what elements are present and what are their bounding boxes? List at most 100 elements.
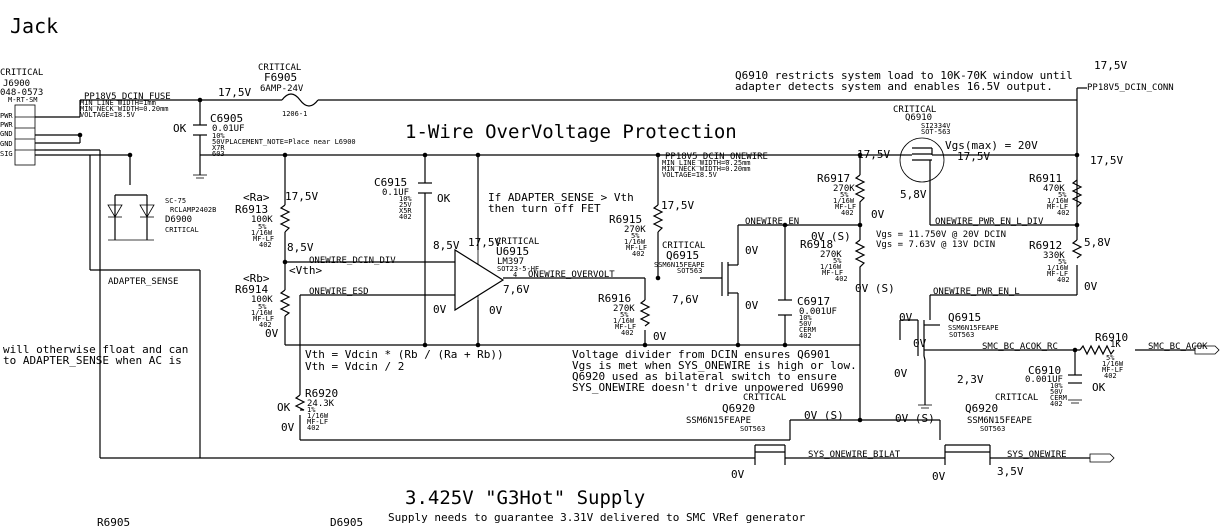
c6915-capacitor bbox=[418, 182, 432, 194]
q6920b-pkg: SOT563 bbox=[980, 425, 1005, 433]
net-onewire-dcin-div: ONEWIRE_DCIN_DIV bbox=[309, 256, 396, 266]
c6915-val: 0.1UF bbox=[382, 188, 409, 198]
r6918-l1: 5% bbox=[833, 257, 842, 265]
vth-note-2: Vth = Vdcin / 2 bbox=[305, 360, 404, 373]
annot-0v-q6915b-gate: 0V bbox=[899, 311, 913, 324]
r6912-l2: 1/16W bbox=[1047, 264, 1069, 272]
q6920a-crit: CRITICAL bbox=[743, 393, 786, 403]
annot-0v-q6920a: 0V bbox=[731, 468, 745, 481]
c6910-l3: CERM bbox=[1050, 394, 1067, 402]
r6913-l4: 402 bbox=[259, 241, 272, 249]
net-dcin-fuse-prop-2: MIN_NECK_WIDTH=0.20mm bbox=[80, 105, 169, 113]
c6905-l1: 10% bbox=[212, 132, 225, 140]
c6905-capacitor bbox=[193, 124, 207, 179]
d6900-pkg: SC-75 bbox=[165, 197, 186, 205]
c6917-l4: 402 bbox=[799, 332, 812, 340]
q6910-part: SI2334V bbox=[921, 122, 951, 130]
divider-note-2: Vgs is met when SYS_ONEWIRE is high or l… bbox=[572, 359, 857, 372]
r6920-l4: 402 bbox=[307, 424, 320, 432]
u6915-pkg: SOT23-5-HF bbox=[497, 265, 539, 273]
annot-0vs-q6920b: 0V (S) bbox=[895, 412, 935, 425]
annot-0vs-en: 0V (S) bbox=[811, 230, 851, 243]
ground-symbols bbox=[918, 399, 1082, 409]
j6900-pin-3: GND bbox=[0, 130, 13, 138]
c6910-l4: 402 bbox=[1050, 400, 1063, 408]
u6915-part: LM397 bbox=[497, 257, 524, 267]
u6915-comparator bbox=[454, 248, 505, 312]
r6917-val: 270K bbox=[833, 184, 855, 194]
r6912-l3: MF-LF bbox=[1047, 270, 1068, 278]
divider-note-1: Voltage divider from DCIN ensures Q6901 bbox=[572, 348, 830, 361]
divider-note-3: Q6920 used as bilateral switch to ensure bbox=[572, 370, 837, 383]
u6915-crit: CRITICAL bbox=[496, 237, 539, 247]
annot-0v-q6915b-src: 0V bbox=[913, 337, 927, 350]
annot-3v5-sys: 3,5V bbox=[997, 465, 1024, 478]
q6915-pkg: SOT563 bbox=[677, 267, 702, 275]
r6915-l4: 402 bbox=[632, 250, 645, 258]
float-note-2: to ADAPTER_SENSE when AC is bbox=[3, 354, 182, 367]
wires bbox=[35, 87, 1195, 459]
q6915b-pkg: SOT563 bbox=[949, 331, 974, 339]
net-onewire-pwr-en-l: ONEWIRE_PWR_EN_L bbox=[933, 287, 1020, 297]
annot-17v5-r6915: 17,5V bbox=[661, 199, 694, 212]
q6910-pkg: SOT-563 bbox=[921, 128, 951, 136]
r6916-val: 270K bbox=[613, 304, 635, 314]
net-adapter-sense: ADAPTER_SENSE bbox=[108, 277, 178, 287]
c6905-l4: 603 bbox=[212, 150, 225, 158]
annot-5v8-r6912: 5,8V bbox=[1084, 236, 1111, 249]
supply-title: 3.425V "G3Hot" Supply bbox=[405, 487, 645, 509]
annot-17v5-ra: 17,5V bbox=[285, 190, 318, 203]
r6920-ref: R6920 bbox=[305, 387, 338, 400]
q6915b-part: SSM6N15FEAPE bbox=[948, 324, 999, 332]
r6910-val: 1K bbox=[1110, 340, 1121, 350]
c6915-l1: 10% bbox=[399, 195, 412, 203]
r6916-l4: 402 bbox=[621, 329, 634, 337]
j6900-sub: M-RT-SM bbox=[8, 96, 38, 104]
r6905-ref: R6905 bbox=[97, 516, 130, 526]
net-onewire-overvolt: ONEWIRE_OVERVOLT bbox=[528, 270, 615, 280]
r6920-l1: 1% bbox=[307, 406, 316, 414]
c6905-note: PLACEMENT_NOTE=Place near L6900 bbox=[225, 138, 356, 146]
r6911-l4: 402 bbox=[1057, 209, 1070, 217]
u6915-pin4: 4 bbox=[513, 271, 517, 279]
r6914-l4: 402 bbox=[259, 321, 272, 329]
vgs-max-note: Vgs(max) = 20V bbox=[945, 139, 1038, 152]
annot-7v6-out: 7,6V bbox=[503, 283, 530, 296]
c6915-l3: X5R bbox=[399, 207, 412, 215]
r6914-ref: R6914 bbox=[235, 283, 268, 296]
r6917-l1: 5% bbox=[840, 191, 849, 199]
j6900-pin-4: GND bbox=[0, 140, 13, 148]
annot-0v-gnd: 0V bbox=[489, 304, 503, 317]
r6915-l3: MF-LF bbox=[626, 244, 647, 252]
annot-0v-q-drain: 0V bbox=[745, 244, 759, 257]
r6910-l3: MF-LF bbox=[1102, 366, 1123, 374]
net-sys-onewire-bilat: SYS_ONEWIRE_BILAT bbox=[808, 450, 901, 460]
f6905-crit: CRITICAL bbox=[258, 63, 301, 73]
q6920a-ref: Q6920 bbox=[722, 402, 755, 415]
r6911-ref: R6911 bbox=[1029, 172, 1062, 185]
c6910-val: 0.001UF bbox=[1025, 375, 1063, 385]
r6911-l1: 5% bbox=[1058, 191, 1067, 199]
q6920b-part: SSM6N15FEAPE bbox=[967, 416, 1032, 426]
c6917-l1: 10% bbox=[799, 314, 812, 322]
q6920a-pkg: SOT563 bbox=[740, 425, 765, 433]
vgs-note-2: Vgs = 7.63V @ 13V DCIN bbox=[876, 240, 995, 250]
r6912-l1: 5% bbox=[1058, 258, 1067, 266]
net-dcin-fuse-prop-3: VOLTAGE=18.5V bbox=[80, 111, 136, 119]
resistor-symbols bbox=[279, 174, 1115, 411]
c6917-l3: CERM bbox=[799, 326, 816, 334]
r6910-l1: 5% bbox=[1106, 354, 1115, 362]
r6911-l2: 1/16W bbox=[1047, 197, 1069, 205]
annot-17v5-opamp: 17,5V bbox=[468, 236, 501, 249]
r6913-l1: 5% bbox=[258, 223, 267, 231]
r6918-l2: 1/16W bbox=[820, 263, 842, 271]
r6917-l3: MF-LF bbox=[835, 203, 856, 211]
net-dcin-conn: PP18V5_DCIN_CONN bbox=[1087, 83, 1174, 93]
f6905-fuse bbox=[281, 93, 319, 107]
u6915-ref: U6915 bbox=[496, 245, 529, 258]
r6917-l2: 1/16W bbox=[833, 197, 855, 205]
net-onewire-en: ONEWIRE_EN bbox=[745, 217, 799, 227]
j6900-crit: CRITICAL bbox=[0, 68, 43, 78]
r6910-l4: 402 bbox=[1104, 372, 1117, 380]
